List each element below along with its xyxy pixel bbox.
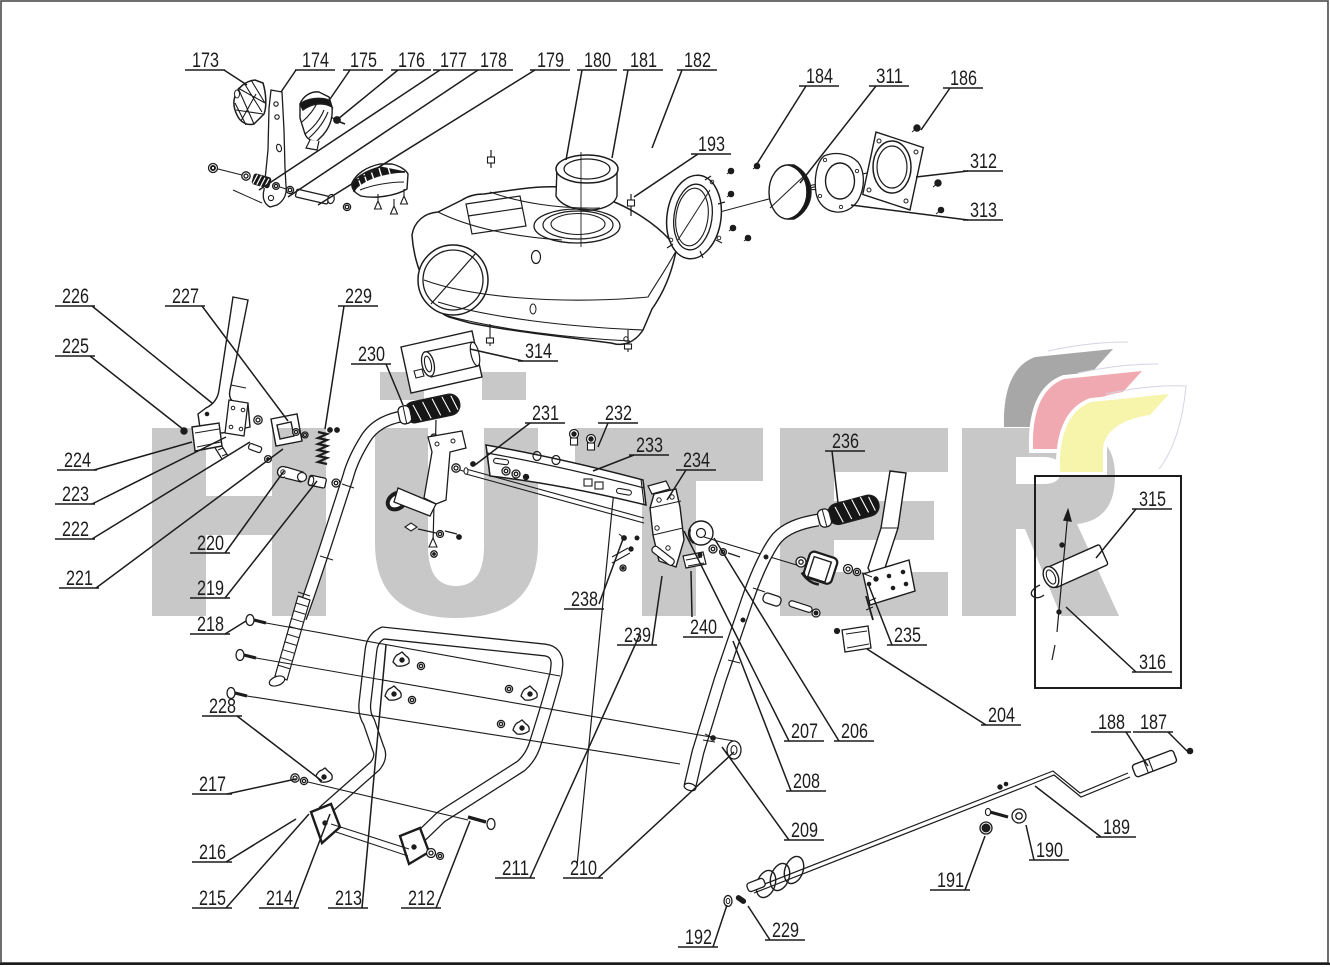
svg-text:311: 311 [876,65,903,88]
svg-text:215: 215 [199,887,226,910]
svg-text:219: 219 [197,577,224,600]
svg-text:315: 315 [1139,488,1166,511]
svg-text:223: 223 [62,483,89,506]
svg-text:180: 180 [584,49,611,72]
svg-text:231: 231 [532,402,559,425]
svg-text:314: 314 [525,340,552,363]
svg-text:186: 186 [950,67,977,90]
svg-text:230: 230 [358,343,385,366]
svg-text:181: 181 [630,49,657,72]
svg-text:235: 235 [894,624,921,647]
svg-text:222: 222 [62,518,89,541]
svg-text:175: 175 [350,49,377,72]
svg-text:224: 224 [64,449,91,472]
svg-text:229: 229 [345,285,372,308]
svg-text:232: 232 [605,402,632,425]
svg-text:207: 207 [791,720,818,743]
svg-text:236: 236 [832,430,859,453]
svg-text:204: 204 [988,704,1015,727]
svg-text:228: 228 [209,695,236,718]
svg-text:239: 239 [624,624,651,647]
svg-text:221: 221 [66,567,93,590]
svg-text:233: 233 [636,434,663,457]
svg-text:208: 208 [793,770,820,793]
svg-text:189: 189 [1103,816,1130,839]
svg-text:211: 211 [502,857,529,880]
svg-text:179: 179 [537,49,564,72]
svg-text:173: 173 [192,49,219,72]
svg-text:217: 217 [199,773,226,796]
svg-text:226: 226 [62,285,89,308]
svg-text:184: 184 [806,65,833,88]
svg-text:190: 190 [1036,839,1063,862]
svg-text:212: 212 [408,887,435,910]
svg-text:209: 209 [791,819,818,842]
svg-text:178: 178 [480,49,507,72]
svg-text:174: 174 [302,49,329,72]
svg-text:210: 210 [570,857,597,880]
svg-text:193: 193 [698,133,725,156]
svg-text:234: 234 [683,449,710,472]
svg-text:187: 187 [1140,711,1167,734]
svg-text:312: 312 [970,150,997,173]
svg-text:191: 191 [937,869,964,892]
svg-text:177: 177 [440,49,467,72]
svg-text:206: 206 [841,720,868,743]
svg-text:313: 313 [970,199,997,222]
svg-text:238: 238 [571,588,598,611]
svg-text:192: 192 [685,926,712,949]
svg-text:213: 213 [335,887,362,910]
svg-text:188: 188 [1098,711,1125,734]
svg-text:316: 316 [1139,651,1166,674]
svg-text:227: 227 [172,285,199,308]
svg-text:182: 182 [684,49,711,72]
svg-text:216: 216 [199,841,226,864]
svg-text:229: 229 [772,919,799,942]
svg-text:214: 214 [266,887,293,910]
svg-text:240: 240 [690,616,717,639]
svg-text:218: 218 [197,613,224,636]
svg-text:176: 176 [398,49,425,72]
svg-text:220: 220 [197,532,224,555]
svg-text:225: 225 [62,335,89,358]
